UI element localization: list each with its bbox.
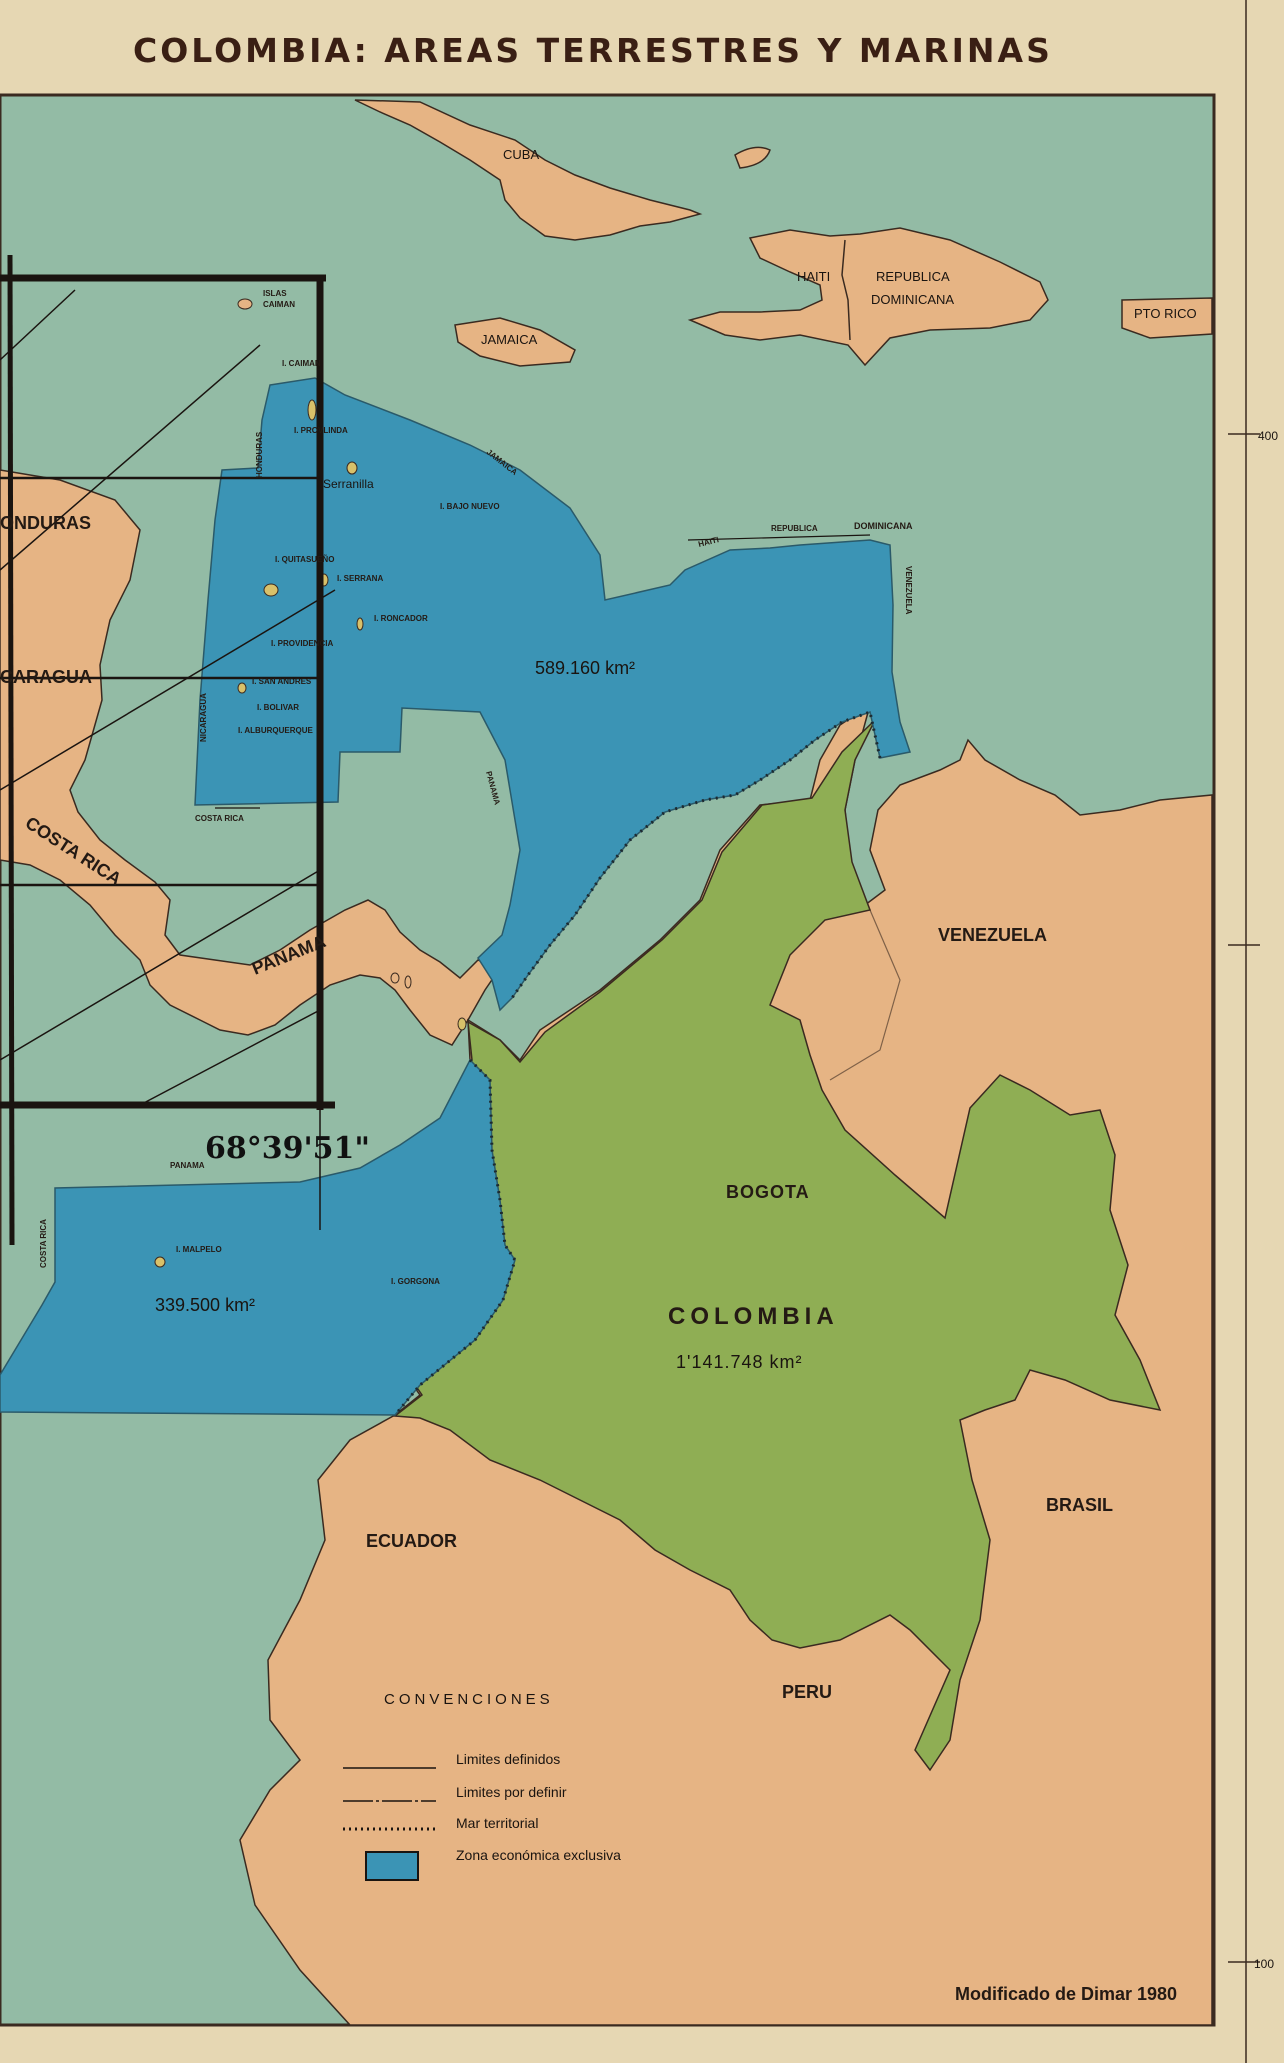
legend-item-label: Zona económica exclusiva (456, 1847, 621, 1863)
handwritten-coordinate: 68°39'51" (205, 1131, 370, 1166)
label-boundary-panama-s: PANAMA (170, 1161, 205, 1170)
label-venezuela: VENEZUELA (938, 925, 1047, 945)
area-pacific: 339.500 km² (155, 1295, 255, 1315)
label-providencia: I. PROVIDENCIA (271, 639, 333, 648)
label-jamaica: JAMAICA (481, 332, 538, 347)
label-boundary-dominicana: DOMINICANA (854, 521, 913, 531)
label-san-andres: I. SAN ANDRES (252, 677, 312, 686)
side-scale (1228, 0, 1260, 2063)
label-serrana: I. SERRANA (337, 574, 383, 583)
serranilla-islet (346, 461, 358, 475)
label-i-provlinda: I. PROVLINDA (294, 426, 348, 435)
label-boundary-costa-rica-s: COSTA RICA (39, 1219, 48, 1268)
label-ecuador: ECUADOR (366, 1531, 457, 1551)
label-islas-caiman-1: ISLAS (263, 289, 287, 298)
label-roncador: I. RONCADOR (374, 614, 428, 623)
label-haiti: HAITI (797, 269, 830, 284)
label-rep-dom-2: DOMINICANA (871, 292, 954, 307)
colombia-landmass (393, 719, 1162, 1772)
label-puerto-rico: PTO RICO (1134, 306, 1197, 321)
territorial-sea-pacific (393, 1058, 517, 1416)
haiti-border (841, 239, 851, 341)
jamaica-landmass (454, 317, 576, 367)
label-peru: PERU (782, 1682, 832, 1702)
label-nicaragua: CARAGUA (0, 667, 92, 687)
legend-swatch-eez (365, 1851, 419, 1881)
venezuela-colombia-border (829, 909, 901, 1081)
area-caribbean: 589.160 km² (535, 658, 635, 678)
label-malpelo: I. MALPELO (176, 1245, 222, 1254)
label-honduras: ONDURAS (0, 513, 91, 533)
i-providencia-linda-islet (307, 399, 317, 421)
label-bolivar: I. BOLIVAR (257, 703, 299, 712)
puerto-rico-landmass (1121, 297, 1213, 339)
panama-islet (404, 975, 412, 989)
label-cuba: CUBA (503, 147, 539, 162)
scale-mark-400: 400 (1258, 429, 1278, 443)
hispaniola-landmass (687, 227, 1049, 367)
boundary-lines (215, 534, 871, 809)
scale-mark-100: 100 (1254, 1957, 1274, 1971)
legend: CONVENCIONES Limites definidos Limites p… (343, 1691, 621, 1881)
central-america-landmass (0, 469, 502, 1046)
small-island-cuba-east (734, 146, 771, 169)
legend-item-label: Limites definidos (456, 1751, 560, 1767)
label-serranilla: Serranilla (323, 477, 374, 491)
quitasueno-islet (263, 583, 279, 597)
malpelo-islet (154, 1256, 166, 1268)
panama-islet (390, 972, 400, 984)
map-credit: Modificado de Dimar 1980 (955, 1984, 1177, 2004)
label-bogota: BOGOTA (726, 1182, 810, 1202)
label-rep-dom-1: REPUBLICA (876, 269, 950, 284)
label-alburquerque: I. ALBURQUERQUE (238, 726, 313, 735)
label-boundary-venezuela: VENEZUELA (904, 566, 913, 615)
label-boundary-nicaragua: NICARAGUA (199, 693, 208, 742)
label-boundary-costa-rica: COSTA RICA (195, 814, 244, 823)
legend-title: CONVENCIONES (384, 1691, 554, 1708)
label-boundary-honduras: HONDURAS (255, 431, 264, 478)
territorial-sea-caribbean (510, 710, 882, 999)
hand-drawn-grid (0, 254, 336, 1246)
legend-item-label: Mar territorial (456, 1815, 538, 1831)
label-bajo-nuevo: I. BAJO NUEVO (440, 502, 500, 511)
roncador-islet (356, 617, 364, 631)
label-i-caiman: I. CAIMAN (282, 359, 321, 368)
label-islas-caiman-2: CAIMAN (263, 300, 295, 309)
label-brasil: BRASIL (1046, 1495, 1113, 1515)
label-gorgona: I. GORGONA (391, 1277, 440, 1286)
map-title: COLOMBIA: AREAS TERRESTRES Y MARINAS (133, 31, 1053, 70)
label-boundary-rep: REPUBLICA (771, 524, 818, 533)
islas-caiman-islet (237, 298, 253, 310)
eez-caribbean (194, 377, 911, 1012)
gorgona-islet (457, 1017, 467, 1031)
san-andres-islet (237, 682, 247, 694)
label-colombia: COLOMBIA (668, 1303, 839, 1330)
legend-item-label: Limites por definir (456, 1784, 567, 1800)
area-land: 1'141.748 km² (676, 1352, 803, 1372)
label-quitasueno: I. QUITASUEÑO (275, 555, 334, 564)
cuba-landmass (354, 99, 703, 241)
